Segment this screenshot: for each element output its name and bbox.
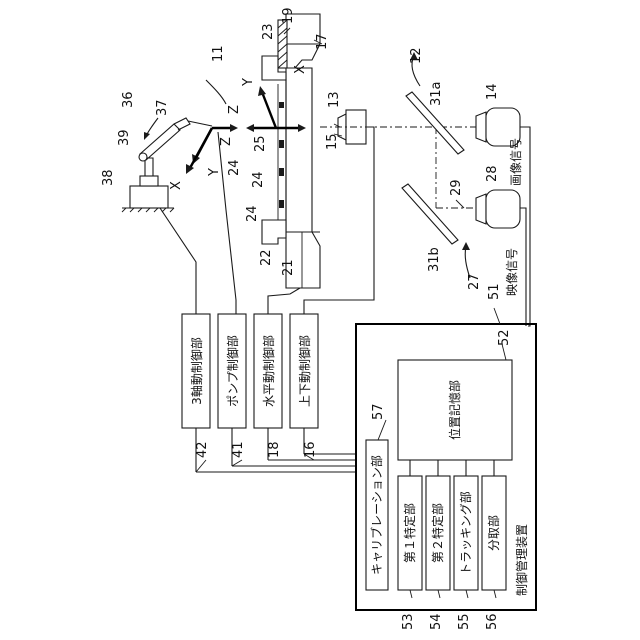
numeral-55: 55 <box>457 613 472 630</box>
numeral-28: 28 <box>485 165 500 182</box>
floor-hatch <box>122 208 174 212</box>
numeral-14: 14 <box>485 83 500 100</box>
numeral-19: 19 <box>281 7 296 24</box>
stage-z-label: Z <box>227 105 242 114</box>
table-x-label: X <box>293 65 308 74</box>
numeral-18: 18 <box>267 441 282 458</box>
numeral-39: 39 <box>117 129 132 146</box>
wire-objective-16 <box>304 127 374 314</box>
robot-x-label: X <box>169 181 184 190</box>
sorting-label: 分取部 <box>486 515 501 551</box>
calibration-label: キャリブレーション部 <box>369 455 384 575</box>
wire-video-signal <box>520 208 526 326</box>
robot-x-axis <box>190 128 212 168</box>
numeral-54: 54 <box>429 613 444 630</box>
camera-14-lens <box>476 112 486 142</box>
image-signal-label: 画像信号 <box>509 138 523 186</box>
numeral-53: 53 <box>401 613 416 630</box>
three-axis-controller-label: 3軸動制御部 <box>189 337 204 405</box>
wire-table-18 <box>268 288 300 314</box>
camera-28-lens <box>476 194 486 224</box>
numeral-37: 37 <box>155 99 170 116</box>
cell-1 <box>279 140 284 148</box>
pipette-holder <box>174 118 190 130</box>
lower-clamp <box>262 220 286 244</box>
optics <box>144 52 520 278</box>
robot-arm <box>122 118 212 212</box>
robot-axes: Z Y X <box>169 124 238 190</box>
robot-base <box>130 186 168 208</box>
numeral-36: 36 <box>121 91 136 108</box>
robot-z-label: Z <box>219 137 234 146</box>
stage-assembly <box>262 14 320 288</box>
cell-4 <box>279 102 284 108</box>
first-identify-label: 第１特定部 <box>402 503 417 563</box>
numeral-16: 16 <box>303 441 318 458</box>
numeral-11: 11 <box>211 45 226 62</box>
cell-3 <box>279 200 284 208</box>
management-title: 制御管理装置 <box>514 524 529 596</box>
stage-y-label: Y <box>241 78 256 87</box>
robot-turret <box>140 176 158 186</box>
pipette-tip <box>188 121 212 126</box>
horizontal-controller-label: 水平動制御部 <box>261 335 276 407</box>
numeral-12: 12 <box>409 47 424 64</box>
numeral-15: 15 <box>325 133 340 150</box>
numeral-24c: 24 <box>245 205 260 222</box>
numeral-25: 25 <box>253 135 268 152</box>
table-body <box>286 68 320 288</box>
numeral-51: 51 <box>487 283 502 300</box>
robot-joint <box>139 153 147 161</box>
numeral-57: 57 <box>371 403 386 420</box>
tracking-label: トラッキング部 <box>458 491 473 575</box>
camera-28 <box>486 190 520 228</box>
numeral-56: 56 <box>485 613 500 630</box>
position-memory-label: 位置記憶部 <box>447 380 462 440</box>
numeral-42: 42 <box>195 441 210 458</box>
numeral-22: 22 <box>259 249 274 266</box>
numeral-24a: 24 <box>227 159 242 176</box>
second-identify-label: 第２特定部 <box>430 503 445 563</box>
numeral-24b: 24 <box>251 171 266 188</box>
robot-column <box>145 158 153 176</box>
numeral-31a: 31a <box>429 81 444 106</box>
controller-boxes: 3軸動制御部 ポンプ制御部 水平動制御部 上下動制御部 <box>182 314 318 428</box>
numeral-27: 27 <box>467 273 482 290</box>
vertical-controller-label: 上下動制御部 <box>297 335 312 407</box>
numeral-23: 23 <box>261 23 276 40</box>
pump-controller-label: ポンプ制御部 <box>225 335 240 407</box>
numeral-41: 41 <box>231 441 246 458</box>
cell-2 <box>279 168 284 176</box>
robot-y-label: Y <box>207 168 222 177</box>
numeral-38: 38 <box>101 169 116 186</box>
management-device: 制御管理装置 位置記憶部 キャリブレーション部 第１特定部 第２特定部 トラッキ… <box>356 324 536 610</box>
numeral-31b: 31b <box>427 247 442 272</box>
numeral-29: 29 <box>449 179 464 196</box>
numeral-21: 21 <box>281 259 296 276</box>
stage-y-axis <box>262 92 276 128</box>
numeral-13: 13 <box>327 91 342 108</box>
wire-robot-42 <box>160 208 196 314</box>
arrow-27 <box>465 246 470 278</box>
video-signal-label: 映像信号 <box>505 248 519 296</box>
numeral-52: 52 <box>497 329 512 346</box>
arrow-11 <box>206 80 226 104</box>
wire-pump-41 <box>218 132 236 314</box>
